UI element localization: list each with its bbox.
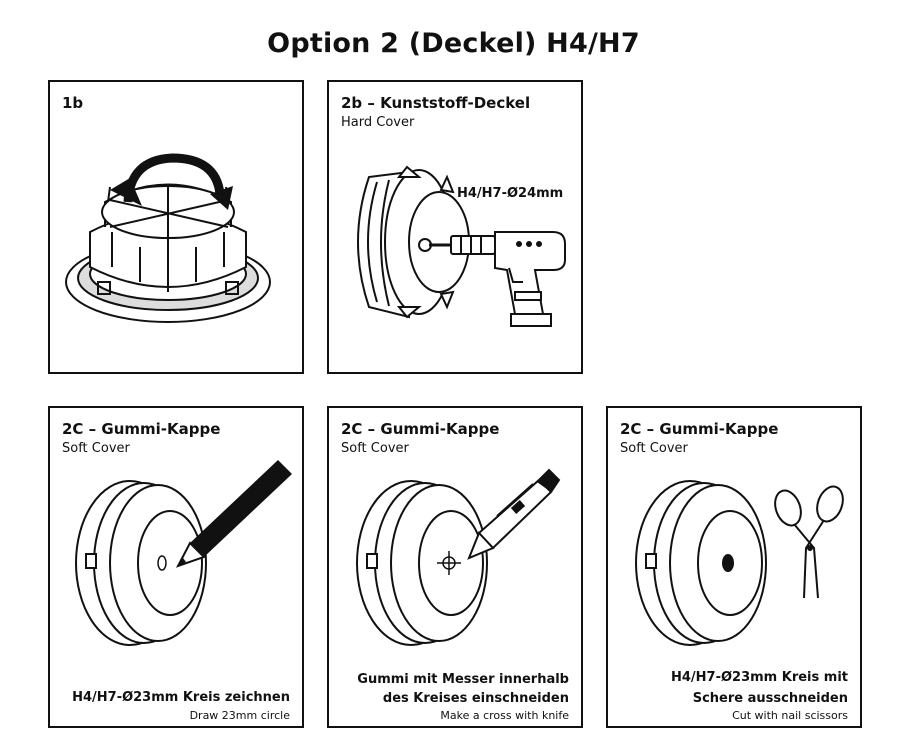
soft-cover-pencil-illustration [75, 460, 292, 646]
pencil-icon [175, 460, 292, 568]
caption-line-1: H4/H7-Ø23mm Kreis mit [671, 670, 848, 685]
panel-title: 2C – Gummi-Kappe [341, 420, 500, 438]
scissors-icon [774, 485, 844, 599]
caption-small: Draw 23mm circle [189, 709, 290, 722]
caption-small: Cut with nail scissors [732, 709, 848, 722]
page-title: Option 2 (Deckel) H4/H7 [267, 28, 640, 59]
caption-small: Make a cross with knife [440, 709, 569, 722]
panel-subtitle: Hard Cover [341, 115, 415, 130]
panel-title: 1b [62, 94, 84, 112]
panel-subtitle: Soft Cover [62, 441, 130, 456]
caption-line-2: des Kreises einschneiden [382, 691, 569, 706]
hard-cover-drill-illustration [357, 165, 566, 327]
panel-title: 2C – Gummi-Kappe [62, 420, 221, 438]
panel-title: 2b – Kunststoff-Deckel [341, 94, 531, 112]
cover-rotate-illustration [65, 153, 271, 323]
caption-line-2: Schere ausschneiden [692, 691, 848, 706]
panel-step-2c-draw: 2C – Gummi-Kappe Soft Cover H4/H7-Ø23mm … [48, 406, 304, 728]
soft-cover-scissors-illustration [635, 480, 844, 646]
panel-step-1b: 1b [48, 80, 304, 374]
rotate-arrow-icon [123, 153, 225, 203]
panel-title: 2C – Gummi-Kappe [620, 420, 779, 438]
panel-subtitle: Soft Cover [341, 441, 409, 456]
caption-line-1: Gummi mit Messer innerhalb [357, 672, 569, 687]
panel-step-2c-knife: 2C – Gummi-Kappe Soft Cover Gummi mit Me… [327, 406, 583, 728]
drill-size-label: H4/H7-Ø24mm [457, 186, 564, 201]
soft-cover-knife-illustration [356, 468, 561, 646]
panel-subtitle: Soft Cover [620, 441, 688, 456]
caption-bold: H4/H7-Ø23mm Kreis zeichnen [72, 690, 290, 705]
panel-step-2b: 2b – Kunststoff-Deckel Hard Cover [327, 80, 583, 374]
panel-step-2c-scissors: 2C – Gummi-Kappe Soft Cover H4/H7-Ø23mm … [606, 406, 862, 728]
knife-icon [467, 468, 561, 560]
